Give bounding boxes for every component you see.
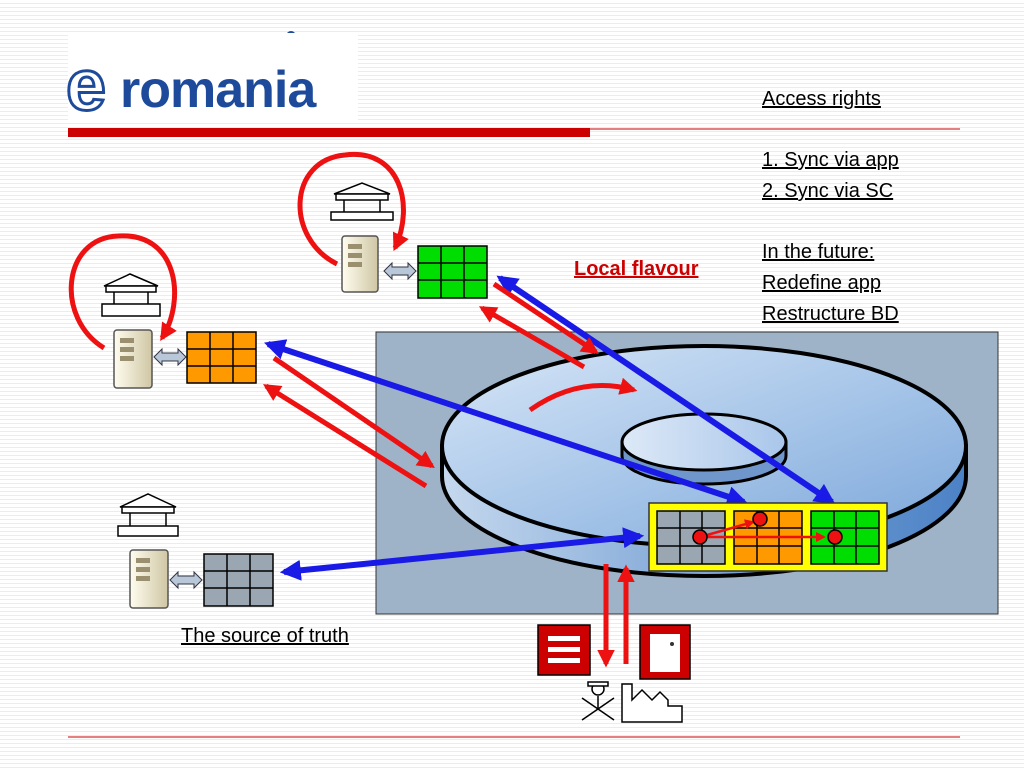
building-icon (101, 273, 161, 317)
node-bottom (117, 493, 274, 609)
redefine-app: Redefine app (762, 272, 881, 294)
central-grid-green (810, 510, 880, 565)
blue-arrows (264, 275, 836, 581)
logo-background (68, 33, 358, 121)
future-heading: In the future: (762, 241, 875, 263)
local-flavour-label: Local flavour (574, 258, 699, 280)
factory-icon (621, 683, 683, 723)
building-icon (330, 182, 394, 221)
loop-arrows (68, 151, 409, 351)
node-top (330, 182, 488, 299)
person-icon (581, 681, 615, 721)
logo-e-letter: e (64, 46, 107, 126)
access-rights-heading: Access rights (762, 88, 881, 110)
data-grid-orange (186, 331, 257, 384)
loop-arrow-left (68, 233, 178, 351)
bidirectional-arrow-icon (153, 347, 187, 367)
central-grids (648, 502, 888, 572)
door-document-icon (639, 624, 691, 680)
server-icon (129, 549, 169, 609)
red-arrow-green-down (492, 281, 599, 355)
logo-wordmark: romania (120, 61, 316, 119)
sync-via-app: 1. Sync via app (762, 149, 899, 171)
node-left (101, 273, 257, 389)
link-dot-orange (752, 511, 768, 527)
bidirectional-arrow-icon (169, 570, 203, 590)
red-arrow-green-up (478, 305, 586, 370)
sync-via-sc: 2. Sync via SC (762, 180, 894, 202)
restructure-bd: Restructure BD (762, 303, 899, 325)
link-dot-green (827, 529, 843, 545)
server-icon (341, 235, 379, 293)
red-arrows (263, 281, 638, 668)
blue-arrow-orange-node (264, 339, 748, 507)
data-grid-green (417, 245, 488, 299)
list-document-icon (537, 624, 591, 676)
building-icon (117, 493, 179, 537)
red-arrow-orange-up (263, 383, 428, 489)
red-arrow-curve (528, 377, 638, 413)
data-grid-gray (203, 553, 274, 607)
header-rule-thick (68, 128, 590, 137)
loop-arrow-top (297, 151, 409, 267)
link-arrow-1 (699, 519, 755, 539)
link-dot-gray (692, 529, 708, 545)
blue-arrow-gray-node (279, 527, 645, 581)
bidirectional-arrow-icon (383, 261, 417, 281)
red-arrow-orange-down (272, 355, 435, 469)
server-icon (113, 329, 153, 389)
source-of-truth-label: The source of truth (181, 625, 349, 647)
